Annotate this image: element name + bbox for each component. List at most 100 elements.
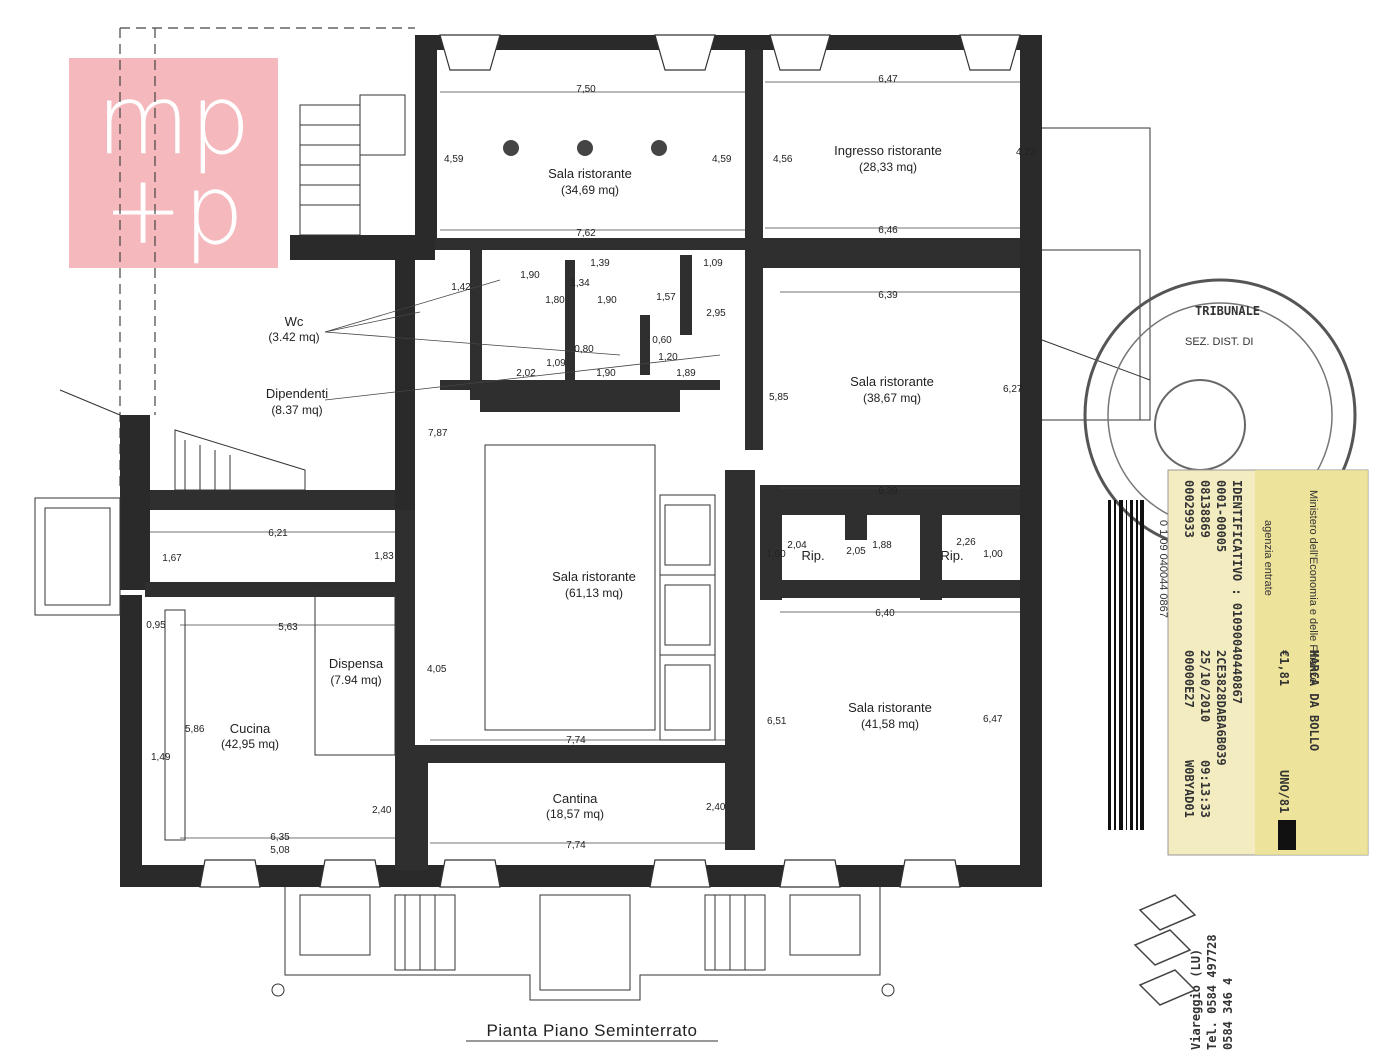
dim-label: 1,89 [676, 368, 696, 379]
dim-label: 6,39 [878, 290, 898, 301]
room-area-sala-3: (61,13 mq) [565, 586, 623, 600]
dim-label: 6,27 [1003, 384, 1023, 395]
room-label-dipendenti: Dipendenti [266, 386, 328, 401]
room-area-sala-1: (34,69 mq) [561, 183, 619, 197]
tax-code-4: 08138869 [1198, 480, 1212, 538]
dim-label: 5,08 [270, 845, 290, 856]
dim-label: 6,51 [767, 716, 787, 727]
room-label-cantina: Cantina [553, 791, 599, 806]
dim-label: 4,59 [444, 154, 464, 165]
room-label-ingresso: Ingresso ristorante [834, 143, 942, 158]
tax-code-3: W0BYAD01 [1182, 760, 1196, 818]
dim-label: 0,80 [574, 344, 594, 355]
tax-issuer: agenzia entrate [1262, 520, 1274, 596]
dim-label: 7,87 [428, 428, 448, 439]
room-label-sala-4: Sala ristorante [848, 700, 932, 715]
dim-label: 6,35 [270, 832, 290, 843]
room-area-cucina: (42,95 mq) [221, 737, 279, 751]
leader-lines [150, 81, 1020, 844]
dim-label: 1,90 [520, 270, 540, 281]
dim-label: 1,00 [983, 549, 1003, 560]
mp-logo: mp +p [69, 58, 278, 268]
room-label-sala-2: Sala ristorante [850, 374, 934, 389]
dim-label: 2,40 [706, 802, 726, 813]
columns [503, 140, 667, 156]
dim-label: 1,80 [545, 295, 565, 306]
room-label-cucina: Cucina [230, 721, 271, 736]
tax-code-9: IDENTIFICATIVO : 01090040440867 [1230, 480, 1244, 704]
room-label-rip-2: Rip. [940, 548, 963, 563]
dashed-outline [119, 27, 415, 490]
dim-label: 7,50 [576, 84, 596, 95]
tax-fraction: UNO/81 [1277, 770, 1291, 813]
dim-label: 5,85 [769, 392, 789, 403]
dim-label: 2,02 [516, 368, 536, 379]
bottom-steps [271, 887, 895, 1001]
dim-label: 1,09 [703, 258, 723, 269]
bottom-windows [199, 859, 961, 888]
dim-label: 5,86 [185, 724, 205, 735]
tax-code-2: 00000E27 [1182, 650, 1196, 708]
tax-title: MARCA DA BOLLO [1307, 650, 1321, 751]
dim-label: 4,59 [712, 154, 732, 165]
dim-label: 6,39 [878, 486, 898, 497]
barcode-number: 0 1 09 040044 0867 [1157, 520, 1169, 618]
dim-label: 7,74 [566, 840, 586, 851]
room-area-ingresso: (28,33 mq) [859, 160, 917, 174]
dim-label: 4,22 [1016, 147, 1036, 158]
dim-label: 1,83 [374, 551, 394, 562]
barcode: 0 1 09 040044 0867 [1108, 500, 1169, 830]
dim-label: 2,26 [956, 537, 976, 548]
dim-label: 6,46 [878, 225, 898, 236]
dim-label: 1,49 [151, 752, 171, 763]
dim-label: 1,88 [872, 540, 892, 551]
room-label-sala-1: Sala ristorante [548, 166, 632, 181]
room-label-dispensa: Dispensa [329, 656, 384, 671]
dim-label: 7,74 [566, 735, 586, 746]
dim-label: 6,40 [875, 608, 895, 619]
dim-label: 6,47 [983, 714, 1003, 725]
room-area-dispensa: (7.94 mq) [330, 673, 381, 687]
room-area-sala-4: (41,58 mq) [861, 717, 919, 731]
dimension-labels: 7,50 6,47 4,59 4,59 4,56 4,22 7,62 6,46 … [146, 74, 1036, 856]
room-label-rip-1: Rip. [801, 548, 824, 563]
tax-code-7: 0001-00005 [1214, 480, 1228, 552]
room-area-cantina: (18,57 mq) [546, 807, 604, 821]
dim-label: 2,95 [706, 308, 726, 319]
dim-label: 1,20 [658, 352, 678, 363]
dim-label: 0,60 [652, 335, 672, 346]
plan-caption: Pianta Piano Seminterrato [487, 1021, 698, 1040]
rubber-stamp-line-1: Viareggio (LU) [1189, 949, 1203, 1050]
tax-ministry: Ministero dell'Economia e delle Finanze [1307, 490, 1319, 683]
tax-code-5: 25/10/2010 [1198, 650, 1212, 722]
dim-label: 7,62 [576, 228, 596, 239]
dim-label: 4,56 [773, 154, 793, 165]
dim-label: 2,04 [787, 540, 807, 551]
room-area-wc: (3.42 mq) [268, 330, 319, 344]
room-label-sala-3: Sala ristorante [552, 569, 636, 584]
staircase-top [299, 94, 406, 236]
right-annex [1041, 127, 1151, 421]
room-labels: Sala ristorante (34,69 mq) Ingresso rist… [221, 143, 964, 821]
dim-label: 4,05 [427, 664, 447, 675]
tax-code-1: 00029933 [1182, 480, 1196, 538]
dim-label: 1,39 [590, 258, 610, 269]
tax-code-6: 09:13:33 [1198, 760, 1212, 818]
dim-label: 6,21 [268, 528, 288, 539]
tax-value: €1,81 [1277, 650, 1291, 686]
dim-label: 5,63 [278, 622, 298, 633]
logo-line-1: mp [96, 64, 251, 176]
dim-label: 1,34 [570, 278, 590, 289]
top-windows [439, 34, 1021, 71]
dim-label: 1,57 [656, 292, 676, 303]
room-area-dipendenti: (8.37 mq) [271, 403, 322, 417]
dim-label: 1,67 [162, 553, 182, 564]
court-stamp-sub: SEZ. DIST. DI [1185, 336, 1253, 348]
dim-label: 1,90 [596, 368, 616, 379]
room-label-wc: Wc [285, 314, 304, 329]
dim-label: 1,42 [451, 282, 471, 293]
tax-stamp: 00029933 00000E27 W0BYAD01 08138869 25/1… [1167, 469, 1369, 856]
room-area-sala-2: (38,67 mq) [863, 391, 921, 405]
dim-label: 2,40 [372, 805, 392, 816]
